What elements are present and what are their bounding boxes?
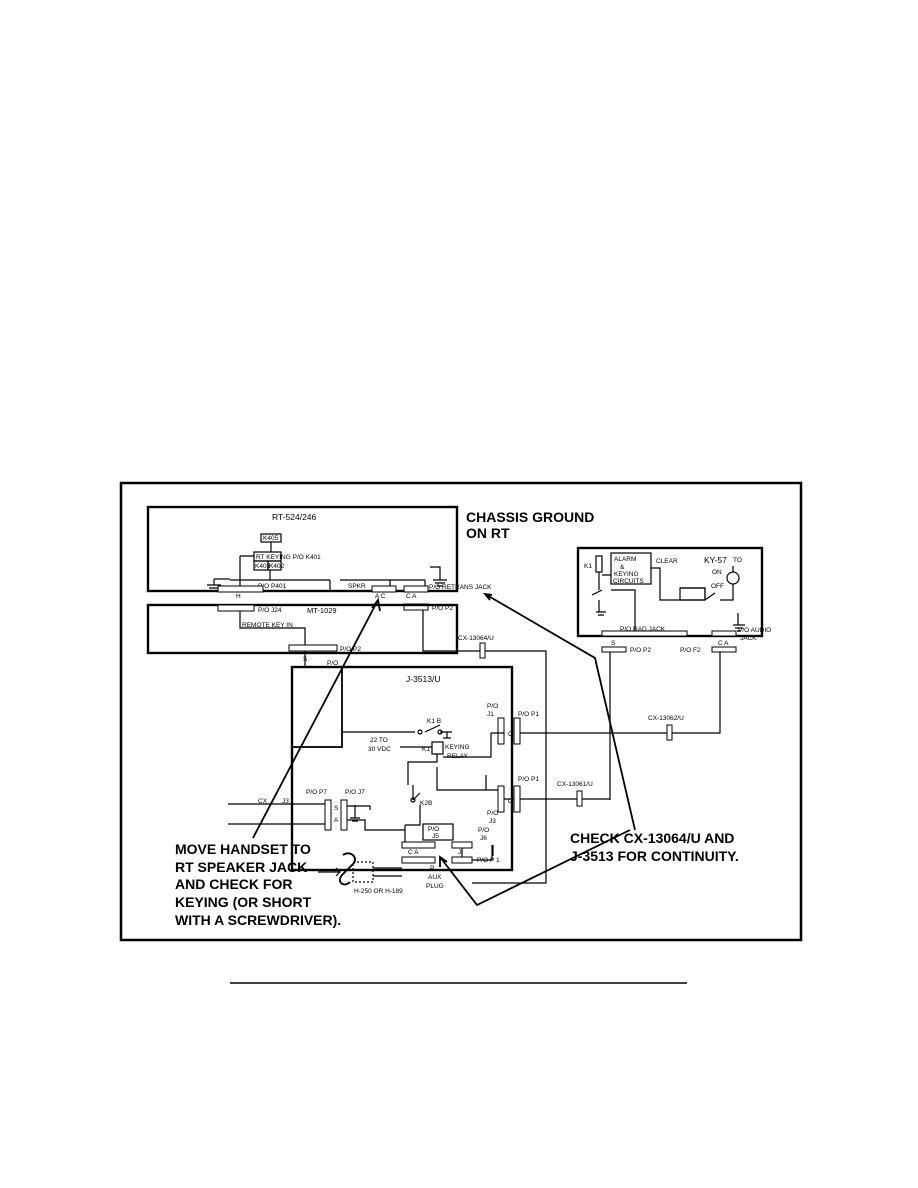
k402-label: K402 (269, 563, 285, 570)
ky-alarm-label: ALARM (614, 556, 636, 563)
rt-h-label: H (236, 593, 241, 600)
mt-title: MT-1029 (307, 606, 337, 615)
keying-relay-label-1: KEYING (445, 744, 470, 751)
mt-1029-unit: P/O J24 MT-1029 REMOTE KEY IN P/O P2 S (146, 603, 459, 663)
ky-title: KY-57 (704, 555, 727, 565)
j3513-unit: P/O J-3513/U P/O J1 P/O P1 C K1 B 22 TO … (290, 651, 610, 890)
ca-label: C A (408, 849, 419, 856)
chassis-callout-1: CHASSIS GROUND (466, 509, 594, 525)
callouts: CHASSIS GROUND ON RT CHECK CX-13064/U AN… (175, 509, 739, 928)
ky-clear-label: CLEAR (656, 558, 678, 565)
rt-title: RT-524/246 (272, 512, 317, 522)
ky-amp-label: & (620, 564, 625, 571)
rt-ca-label: C A (406, 593, 417, 600)
aux-label: AUX (428, 874, 442, 881)
k2b-label: K2B (420, 800, 432, 807)
rt-524-unit: RT-524/246 K405 RT KEYING P/O K401 K403 … (146, 505, 492, 612)
j3-cable-label: J3 (282, 798, 289, 805)
chassis-callout-2: ON RT (466, 525, 510, 541)
cx-label: CX (258, 798, 268, 805)
j5-po-label: P/O (428, 826, 439, 833)
j5-label: J5 (432, 833, 439, 840)
ky-circuits-label: CIRCUITS (613, 578, 644, 585)
ky-off-label: OFF (711, 583, 724, 590)
ky57-unit: K1 ALARM & KEYING CIRCUITS CLEAR KY-57 O… (576, 546, 771, 654)
c-top-label: C (508, 731, 513, 738)
k1b-label: K1 B (427, 718, 441, 725)
voltage-1-label: 22 TO (370, 737, 388, 744)
move-callout-3: AND CHECK FOR (175, 876, 292, 892)
j3513-po-label: P/O (327, 660, 338, 667)
p1-mid-label: P/O P1 (518, 776, 539, 783)
move-callout-1: MOVE HANDSET TO (175, 841, 311, 857)
audio-jack-label-2: JACK (740, 635, 757, 642)
rt-p2-label: P/O P2 (432, 605, 453, 612)
j3-label: J3 (489, 818, 496, 825)
k1-label: K1 (422, 746, 430, 753)
ky-on-label: ON (712, 569, 722, 576)
handset: H-250 OR H-189 (318, 852, 403, 895)
ky-to-label: TO (733, 557, 742, 564)
diagram-frame (119, 481, 803, 942)
j3-po-label: P/O (487, 810, 498, 817)
ky-p2b-label: P/O F2 (680, 647, 701, 654)
c-mid-label: C (508, 798, 513, 805)
rt-ac-label: A C (375, 593, 386, 600)
cx13062-label: CX-13062/U (648, 715, 684, 722)
j6-po-label: P/O (478, 827, 489, 834)
ky-p2a-label: P/O P2 (630, 647, 651, 654)
j3513-title: J-3513/U (406, 674, 441, 684)
spkr-label: SPKR (348, 583, 366, 590)
p401-label: P/O P401 (258, 583, 287, 590)
check-callout-2: J-3513 FOR CONTINUITY. (570, 848, 739, 864)
move-callout-2: RT SPEAKER JACK (175, 859, 307, 875)
k403-label: K403 (255, 563, 271, 570)
p1-top-label: P/O P1 (518, 711, 539, 718)
aux-p-label: P (430, 865, 434, 872)
voltage-2-label: 30 VDC (368, 746, 391, 753)
ky-s-label: S (611, 640, 616, 647)
k405-label: K405 (263, 535, 279, 542)
aux-plug-label: PLUG (426, 883, 444, 890)
mt-j24-label: P/O J24 (258, 607, 282, 614)
p7-label: P/O P7 (306, 789, 327, 796)
j7-label: P/O J7 (345, 789, 365, 796)
j6-label: J6 (480, 835, 487, 842)
s-label: S (334, 805, 339, 812)
ky-k1-label: K1 (584, 563, 592, 570)
a-label: A (334, 817, 339, 824)
ky-ca-label: C A (718, 640, 729, 647)
mt-p2-label: P/O P2 (340, 646, 361, 653)
move-callout-4: KEYING (OR SHORT (175, 894, 312, 910)
remote-key-label: REMOTE KEY IN (242, 622, 293, 629)
check-callout-1: CHECK CX-13064/U AND (570, 830, 734, 846)
j-label: J (458, 849, 461, 856)
rt-keying-label: RT KEYING P/O K401 (256, 554, 321, 561)
audio-jack-label-1: P/O AUDIO (738, 627, 771, 634)
ky-keying-label: KEYING (614, 571, 639, 578)
retrans-jack-label: P/O RETRANS JACK (429, 584, 492, 591)
move-callout-5: WITH A SCREWDRIVER). (175, 912, 341, 928)
handset-label: H-250 OR H-189 (354, 888, 403, 895)
j1-po-label: P/O (487, 703, 498, 710)
cx13064-label: CX-13064/U (458, 635, 494, 642)
rad-jack-label: P/O RAD JACK (620, 626, 666, 633)
j1-label: J1 (487, 711, 494, 718)
cx13061-label: CX-13061/U (557, 781, 593, 788)
